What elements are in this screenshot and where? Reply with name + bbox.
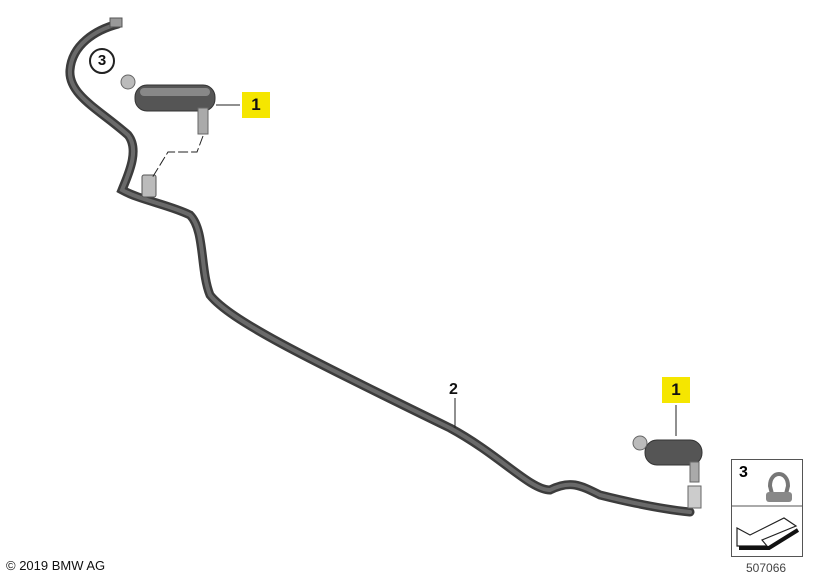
- legend-box: 3: [731, 459, 803, 557]
- legend-part-number: 3: [739, 464, 748, 481]
- clip-icon: [766, 472, 792, 502]
- washer-nozzle-upper: [120, 74, 216, 135]
- washer-nozzle-lower: [632, 435, 703, 509]
- callout-part1-upper[interactable]: 1: [242, 92, 270, 118]
- hose-end-fitting: [109, 17, 123, 28]
- arrow-icon: [736, 517, 800, 550]
- diagram-id: 507066: [746, 561, 787, 575]
- callout-part3[interactable]: 3: [89, 48, 115, 74]
- callout-part2[interactable]: 2: [449, 381, 458, 398]
- copyright: © 2019 BMW AG: [6, 558, 106, 573]
- junction-connector: [141, 174, 157, 198]
- callout-part1-lower[interactable]: 1: [662, 377, 690, 403]
